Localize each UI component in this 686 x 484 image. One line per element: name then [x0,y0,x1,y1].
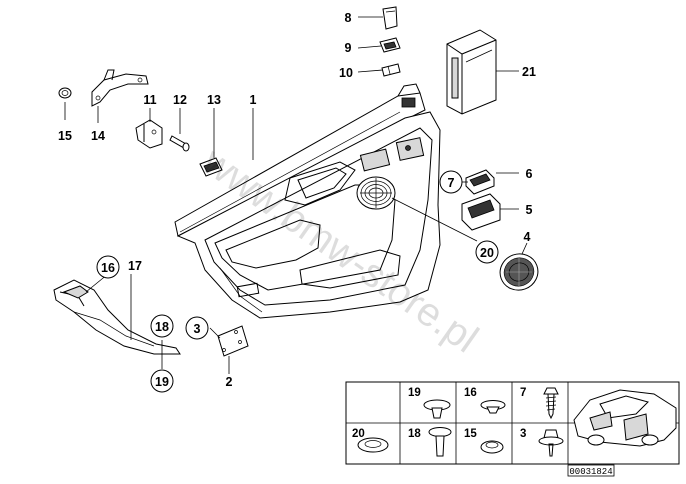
screw-7-icon [543,387,559,420]
callout-14: 14 [91,129,105,143]
callout-20: 20 [475,240,499,264]
table-label-18: 18 [408,428,421,440]
callout-1: 1 [250,93,257,107]
car-thumbnail [573,389,677,447]
svg-text:7: 7 [448,176,455,190]
plug-8 [382,6,398,30]
svg-text:18: 18 [155,320,169,334]
callout-17: 17 [128,259,142,273]
fastener-table: 19 16 7 20 18 [345,381,680,465]
rivet-18-icon [428,427,452,457]
washer-20-icon [357,437,389,453]
leader-lines [64,16,528,374]
rubber-grommet-15 [58,87,72,99]
table-label-16: 16 [464,387,477,399]
hinge-bracket-11 [135,119,163,149]
door-trim-panel [174,83,441,319]
svg-text:19: 19 [155,375,169,389]
callout-21: 21 [522,65,536,79]
callout-2: 2 [226,375,233,389]
callout-7: 7 [439,170,463,194]
table-label-15: 15 [464,428,477,440]
clip-10 [381,63,401,77]
speaker-grille-4 [499,253,539,291]
switch-housing-5 [461,193,501,231]
svg-text:16: 16 [101,261,115,275]
svg-text:00031824: 00031824 [569,467,612,477]
callout-11: 11 [143,93,156,107]
switch-cover-6 [465,169,495,195]
svg-text:3: 3 [194,322,201,336]
bracket-14 [91,69,149,107]
callout-4: 4 [524,230,531,244]
callout-6: 6 [526,167,533,181]
cover-9 [379,37,401,53]
pin-12 [169,135,190,152]
clip-16-icon [480,400,506,414]
callout-5: 5 [526,203,533,217]
callout-18: 18 [150,314,174,338]
callout-16: 16 [96,255,120,279]
svg-text:20: 20 [480,246,494,260]
callout-8: 8 [345,11,352,25]
callout-12: 12 [173,93,187,107]
callout-19: 19 [150,369,174,393]
callout-13: 13 [207,93,221,107]
callout-9: 9 [345,41,352,55]
clip-19-icon [423,399,451,419]
table-label-3: 3 [520,428,526,440]
cover-plate-2 [217,325,249,357]
insulation-panel-17 [53,279,181,355]
table-label-19: 19 [408,387,421,399]
clip-13 [199,157,223,177]
diagram-code: 00031824 [567,464,615,477]
callout-3: 3 [185,316,209,340]
grommet-15-icon [480,440,504,454]
callout-15: 15 [58,129,72,143]
table-label-7: 7 [520,387,526,399]
callout-10: 10 [339,66,353,80]
table-label-20: 20 [352,428,365,440]
storage-pocket-21 [446,29,497,115]
screw-3-icon [538,429,564,457]
